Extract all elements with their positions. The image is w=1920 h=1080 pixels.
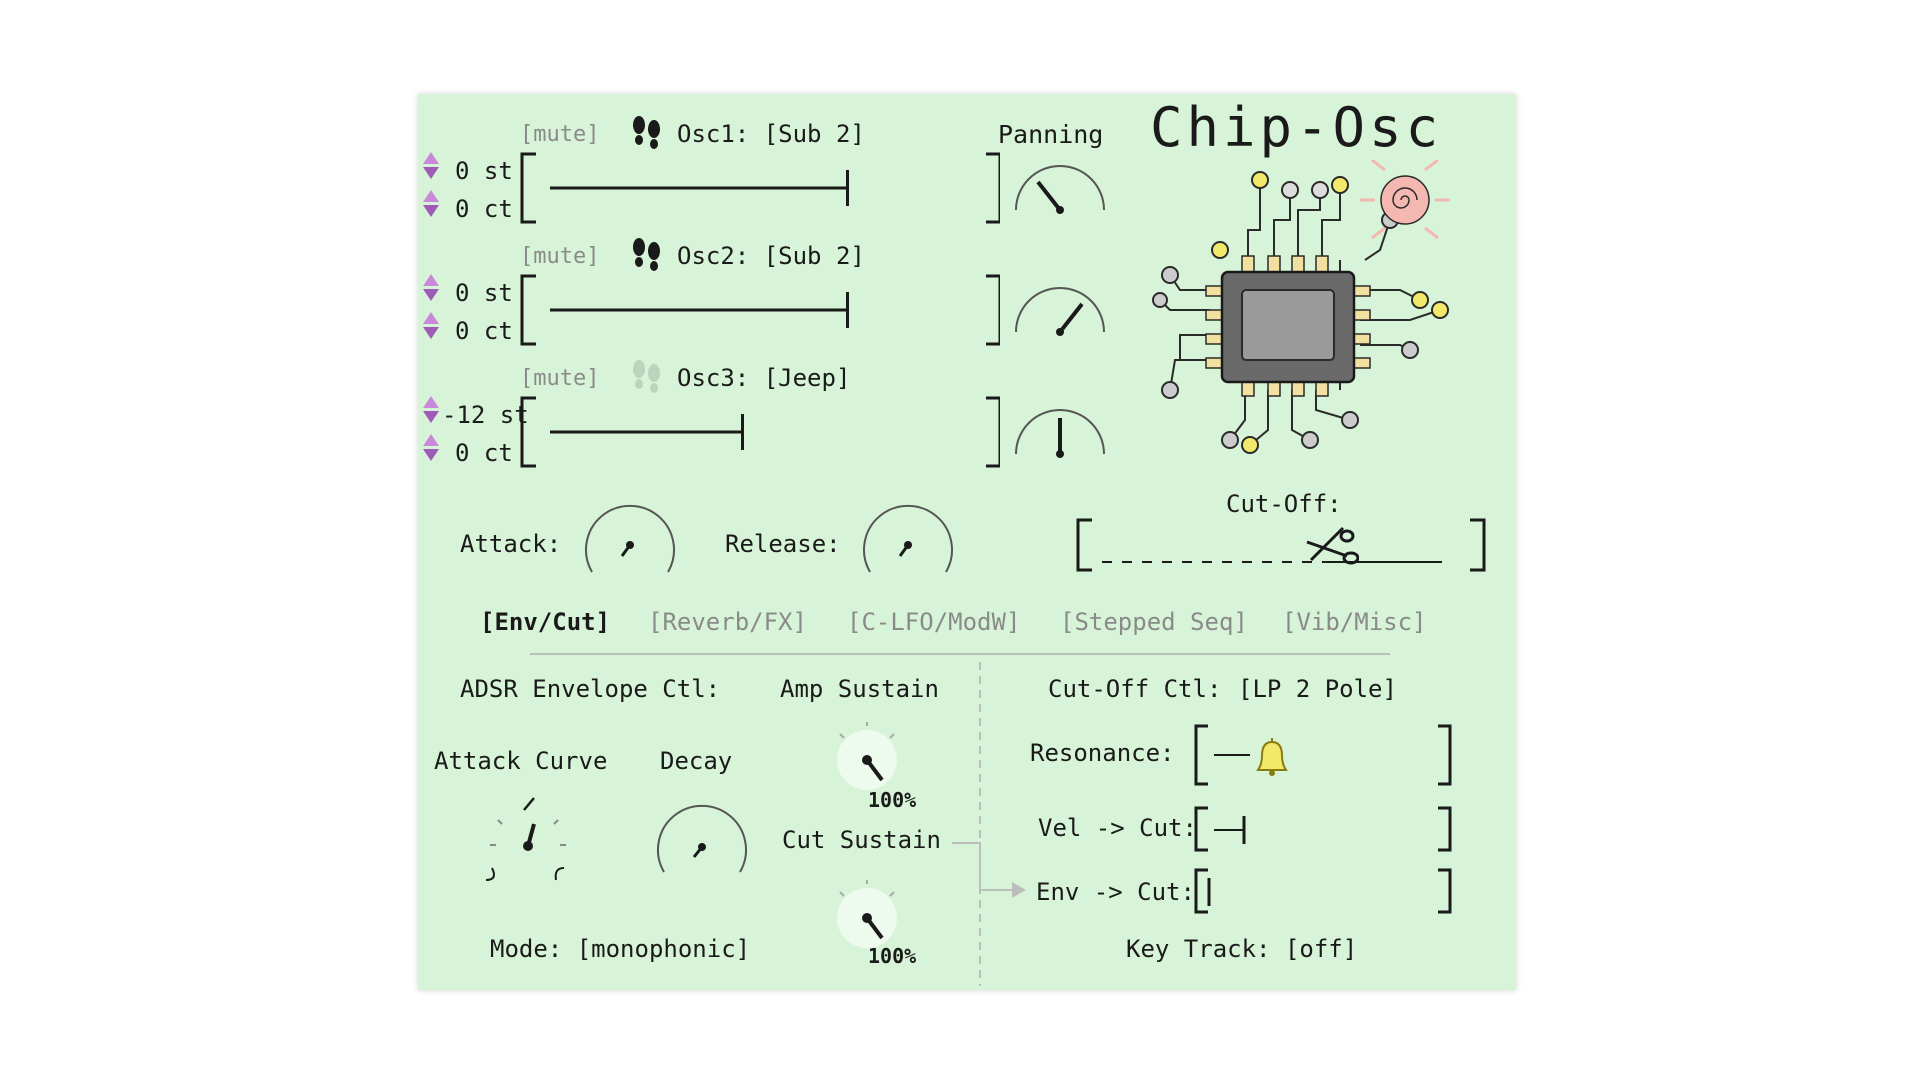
footprints-icon[interactable] <box>626 112 666 160</box>
amp-sustain-value: 100% <box>868 788 917 812</box>
synth-panel <box>418 94 1516 990</box>
chip-icon <box>1152 160 1450 454</box>
osc3-name[interactable]: Osc3: [Jeep] <box>677 364 851 392</box>
release-label: Release: <box>725 530 841 558</box>
osc3-cents-value: 0 ct <box>455 439 513 467</box>
filter-type-selector[interactable]: [LP 2 Pole] <box>1238 675 1397 703</box>
osc1-mute-toggle[interactable]: [mute] <box>520 122 600 147</box>
env-cut-label: Env -> Cut: <box>1036 878 1195 906</box>
amp-sustain-label: Amp Sustain <box>780 675 939 703</box>
amp-sustain-knob[interactable] <box>822 718 912 808</box>
bell-icon <box>1256 738 1288 776</box>
cutoff-slider[interactable] <box>1072 518 1492 574</box>
tab-c-lfo-modw[interactable]: [C-LFO/ModW] <box>847 608 1021 636</box>
osc2-semitone-stepper[interactable] <box>420 274 442 302</box>
osc2-cents-value: 0 ct <box>455 317 513 345</box>
plugin-title: Chip-Osc <box>1150 96 1443 159</box>
attack-knob[interactable] <box>580 500 680 590</box>
osc1-pan-knob[interactable] <box>1010 158 1110 228</box>
key-track-selector[interactable]: Key Track: [off] <box>1126 935 1358 963</box>
osc1-semitone-stepper[interactable] <box>420 152 442 180</box>
osc2-name[interactable]: Osc2: [Sub 2] <box>677 242 865 270</box>
vel-cut-label: Vel -> Cut: <box>1038 814 1197 842</box>
tab-env-cut[interactable]: [Env/Cut] <box>480 608 611 636</box>
resonance-slider[interactable] <box>1190 724 1460 788</box>
osc2-level-slider[interactable] <box>520 272 1000 352</box>
tab-stepped-seq[interactable]: [Stepped Seq] <box>1060 608 1248 636</box>
osc2-pan-knob[interactable] <box>1010 280 1110 350</box>
osc3-cents-stepper[interactable] <box>420 434 442 462</box>
decay-knob[interactable] <box>652 800 752 890</box>
adsr-header: ADSR Envelope Ctl: <box>460 675 721 703</box>
attack-curve-knob[interactable] <box>478 790 578 890</box>
attack-label: Attack: <box>460 530 562 558</box>
env-cut-slider[interactable] <box>1190 868 1460 916</box>
osc1-semitone-value: 0 st <box>455 157 513 185</box>
decay-label: Decay <box>660 747 733 775</box>
vel-cut-slider[interactable] <box>1190 806 1460 854</box>
osc2-cents-stepper[interactable] <box>420 312 442 340</box>
footprints-icon[interactable] <box>626 356 666 400</box>
scissors-icon <box>1306 526 1360 565</box>
cut-sustain-knob[interactable] <box>822 876 912 966</box>
attack-curve-label: Attack Curve <box>434 747 608 775</box>
osc3-semitone-stepper[interactable] <box>420 396 442 424</box>
osc1-cents-value: 0 ct <box>455 195 513 223</box>
osc1-cents-stepper[interactable] <box>420 190 442 218</box>
mode-selector[interactable]: Mode: [monophonic] <box>490 935 751 963</box>
cut-sustain-label: Cut Sustain <box>782 826 941 854</box>
osc3-level-slider[interactable] <box>520 394 1000 474</box>
panning-label: Panning <box>998 120 1104 149</box>
cut-sustain-value: 100% <box>868 944 917 968</box>
osc3-semitone-value: -12 st <box>442 401 529 429</box>
footprints-icon[interactable] <box>626 234 666 278</box>
resonance-label: Resonance: <box>1030 739 1175 767</box>
osc3-pan-knob[interactable] <box>1010 402 1110 472</box>
osc1-name[interactable]: Osc1: [Sub 2] <box>677 120 865 148</box>
cutoff-label: Cut-Off: <box>1226 490 1342 518</box>
tab-reverb-fx[interactable]: [Reverb/FX] <box>648 608 807 636</box>
osc2-mute-toggle[interactable]: [mute] <box>520 244 600 269</box>
tab-vib-misc[interactable]: [Vib/Misc] <box>1282 608 1427 636</box>
osc2-semitone-value: 0 st <box>455 279 513 307</box>
cutoff-ctl-header: Cut-Off Ctl: <box>1048 675 1222 703</box>
osc3-mute-toggle[interactable]: [mute] <box>520 366 600 391</box>
osc1-level-slider[interactable] <box>520 150 1000 230</box>
release-knob[interactable] <box>858 500 958 590</box>
